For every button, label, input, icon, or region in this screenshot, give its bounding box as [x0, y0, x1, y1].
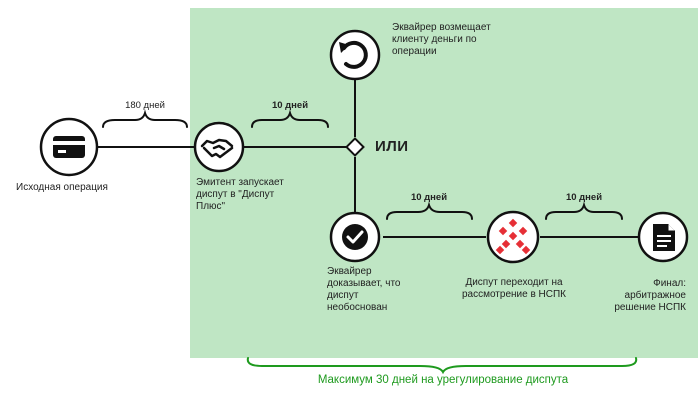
credit-card-icon [53, 136, 85, 158]
decision-label: ИЛИ [375, 138, 409, 155]
duration-initial: 180 дней [125, 100, 165, 111]
final-label: Финал: арбитражное решение НСПК [614, 278, 686, 313]
footer-caption: Максимум 30 дней на урегулирование диспу… [317, 374, 569, 386]
dispute-period-zone [190, 8, 698, 358]
brace-initial [102, 109, 188, 128]
checkmark-icon [342, 224, 368, 250]
issuer-label: Эмитент запускает диспут в "Диспут Плюс" [196, 177, 284, 212]
refund-arrow-icon [339, 40, 368, 69]
proves-label: Эквайрер доказывает, что диспут необосно… [327, 266, 401, 313]
handshake-icon [200, 138, 234, 159]
decision-diamond [345, 137, 365, 157]
brace-to-decision [251, 109, 329, 128]
document-icon [653, 224, 675, 251]
duration-to-final: 10 дней [565, 192, 603, 203]
footer-brace [246, 357, 638, 375]
brace-to-final [545, 201, 623, 220]
duration-to-decision: 10 дней [271, 100, 309, 111]
nspk-label: Диспут переходит на рассмотрение в НСПК [461, 277, 567, 300]
refund-node [329, 29, 381, 81]
source-label: Исходная операция [16, 182, 108, 193]
nspk-node [486, 210, 540, 264]
proves-node [329, 211, 381, 263]
issuer-node [193, 121, 245, 173]
duration-to-nspk: 10 дней [410, 192, 448, 203]
source-node [39, 117, 99, 177]
brace-to-nspk [386, 201, 473, 220]
refund-label: Эквайрер возмещает клиенту деньги по опе… [392, 22, 491, 57]
final-node [637, 211, 689, 263]
